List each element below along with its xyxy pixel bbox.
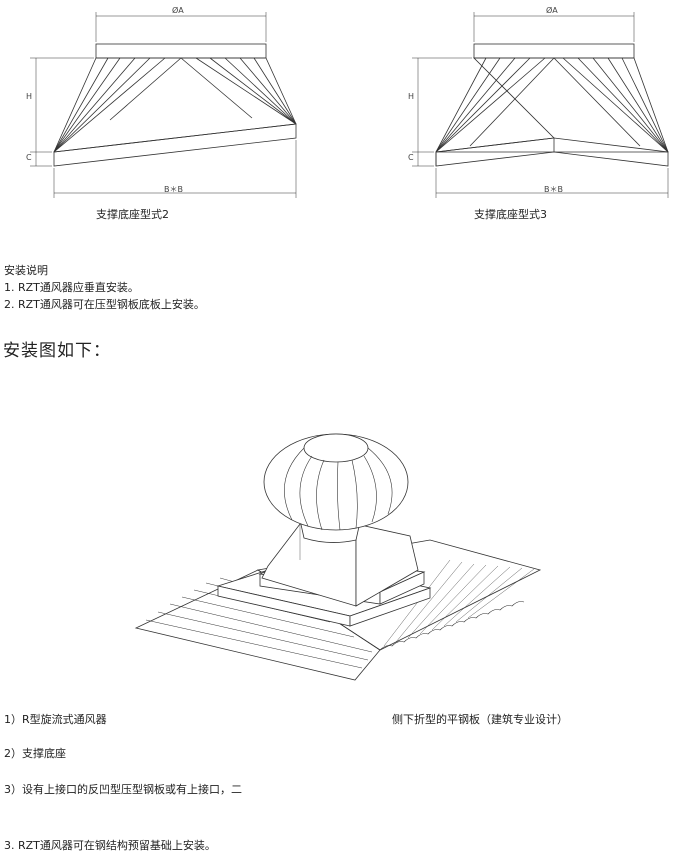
note-item-2: 2. RZT通风器可在压型钢板底板上安装。 <box>4 298 205 311</box>
right-c-label: C <box>408 153 414 162</box>
left-width-label: B＊B <box>164 185 183 194</box>
right-height-label: H <box>408 92 415 101</box>
notes-heading: 安装说明 <box>4 264 48 277</box>
legend-item-right: 侧下折型的平钢板（建筑专业设计） <box>392 713 568 726</box>
left-diagram-caption: 支撑底座型式2 <box>96 208 169 221</box>
left-height-label: H <box>26 92 33 101</box>
right-width-label: B＊B <box>544 185 563 194</box>
left-c-label: C <box>26 153 32 162</box>
left-diameter-label: ØA <box>172 6 184 15</box>
right-diagram-caption: 支撑底座型式3 <box>474 208 547 221</box>
legend-item-3: 3）设有上接口的反凹型压型钢板或有上接口，二 <box>4 783 242 796</box>
install-title: 安装图如下： <box>3 341 111 361</box>
legend-item-2: 2）支撑底座 <box>4 747 66 760</box>
note-item-1: 1. RZT通风器应垂直安装。 <box>4 281 139 294</box>
base-drawings <box>30 12 669 198</box>
legend-item-1: 1）R型旋流式通风器 <box>4 713 107 726</box>
right-diameter-label: ØA <box>546 6 558 15</box>
footer-note: 3. RZT通风器可在钢结构预留基础上安装。 <box>4 839 216 852</box>
